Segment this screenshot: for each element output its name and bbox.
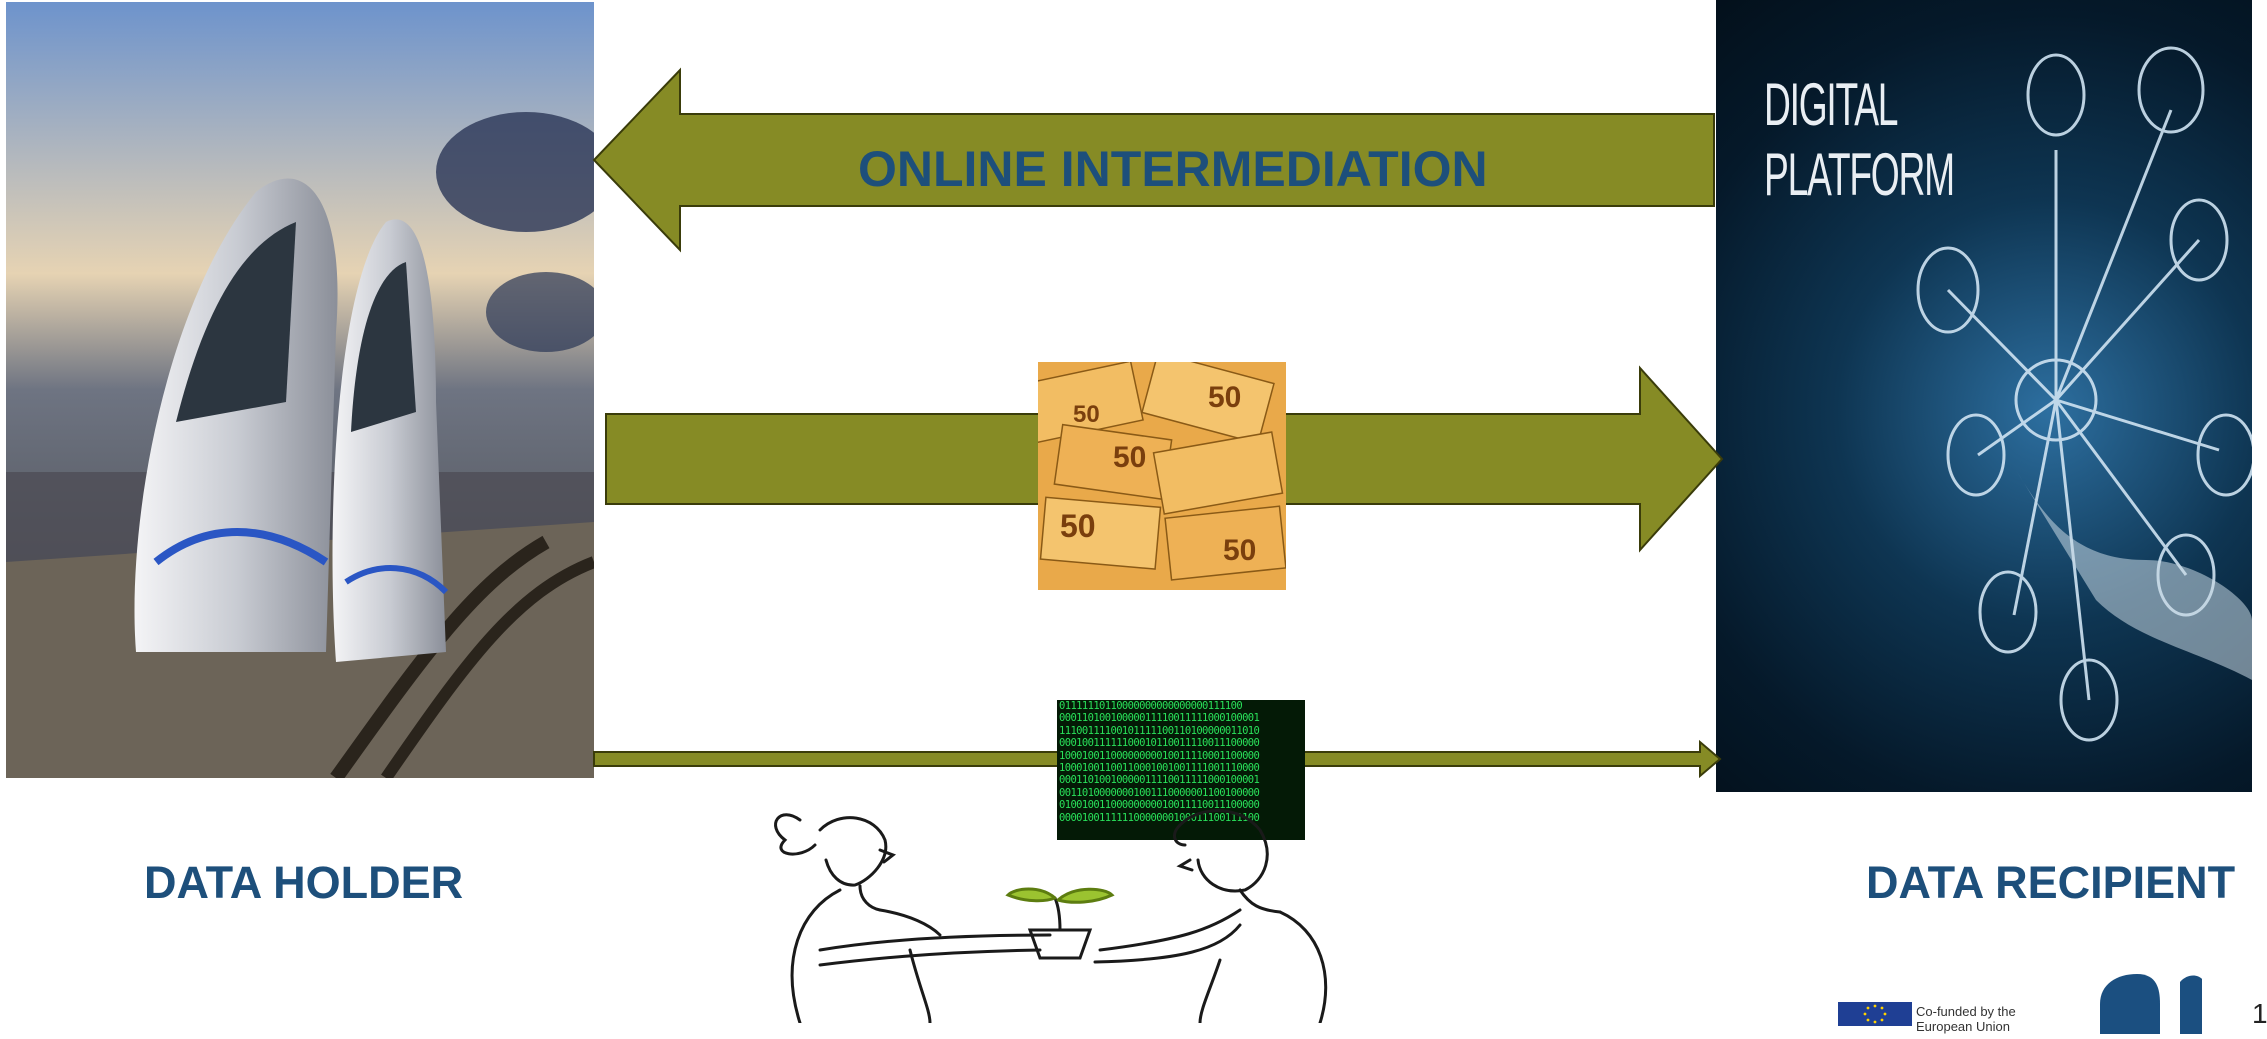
svg-text:50: 50 <box>1060 508 1096 544</box>
eu-text-line-2: European Union <box>1916 1019 2010 1034</box>
binary-line: 00011010010000011110011111000100001 <box>1059 712 1260 725</box>
binary-line: 01111110110000000000000000111100 <box>1059 700 1243 712</box>
binary-line: 10001001100110001001001111001110000 <box>1059 762 1260 775</box>
binary-line: 00001001111110000000100011100111100 <box>1059 811 1260 824</box>
binary-line: 00010011111100010110011110011100000 <box>1059 737 1260 750</box>
eu-cofunded-text: Co-funded by the European Union <box>1916 1004 2016 1034</box>
svg-text:50: 50 <box>1113 441 1146 474</box>
binary-line: 00011010010000011110011111000100001 <box>1059 774 1260 787</box>
people-handshake-sketch <box>760 800 1560 1023</box>
digital-platform-photo: DIGITAL PLATFORM <box>1716 0 2252 792</box>
platform-title-line-1: DIGITAL <box>1764 71 1899 138</box>
page-number: 1 <box>2252 998 2267 1029</box>
svg-text:50: 50 <box>1223 534 1256 567</box>
data-holder-label: DATA HOLDER <box>144 857 464 908</box>
platform-title-line-2: PLATFORM <box>1764 141 1955 208</box>
binary-line: 01001001100000000010011110011100000 <box>1059 799 1260 812</box>
euro-banknotes-photo: 50 50 50 50 50 <box>1038 362 1286 590</box>
train-photo <box>6 2 594 778</box>
svg-text:50: 50 <box>1073 401 1100 428</box>
online-intermediation-label: ONLINE INTERMEDIATION <box>858 141 1488 197</box>
binary-line: 10001001100000000010011110001100000 <box>1059 749 1260 762</box>
eu-flag-icon <box>1838 1002 1912 1026</box>
data-recipient-label: DATA RECIPIENT <box>1866 857 2236 908</box>
eu-text-line-1: Co-funded by the <box>1916 1004 2016 1019</box>
platform-title: DIGITAL PLATFORM <box>1764 70 1955 210</box>
binary-line: 00110100000001001110000001100100000 <box>1059 786 1260 799</box>
binary-line: 11100111100101111100110100000011010 <box>1059 724 1260 737</box>
binary-code-image: 01111110110000000000000000111100 0001101… <box>1057 700 1305 840</box>
partner-logo <box>2092 974 2212 1034</box>
svg-text:50: 50 <box>1208 381 1241 414</box>
